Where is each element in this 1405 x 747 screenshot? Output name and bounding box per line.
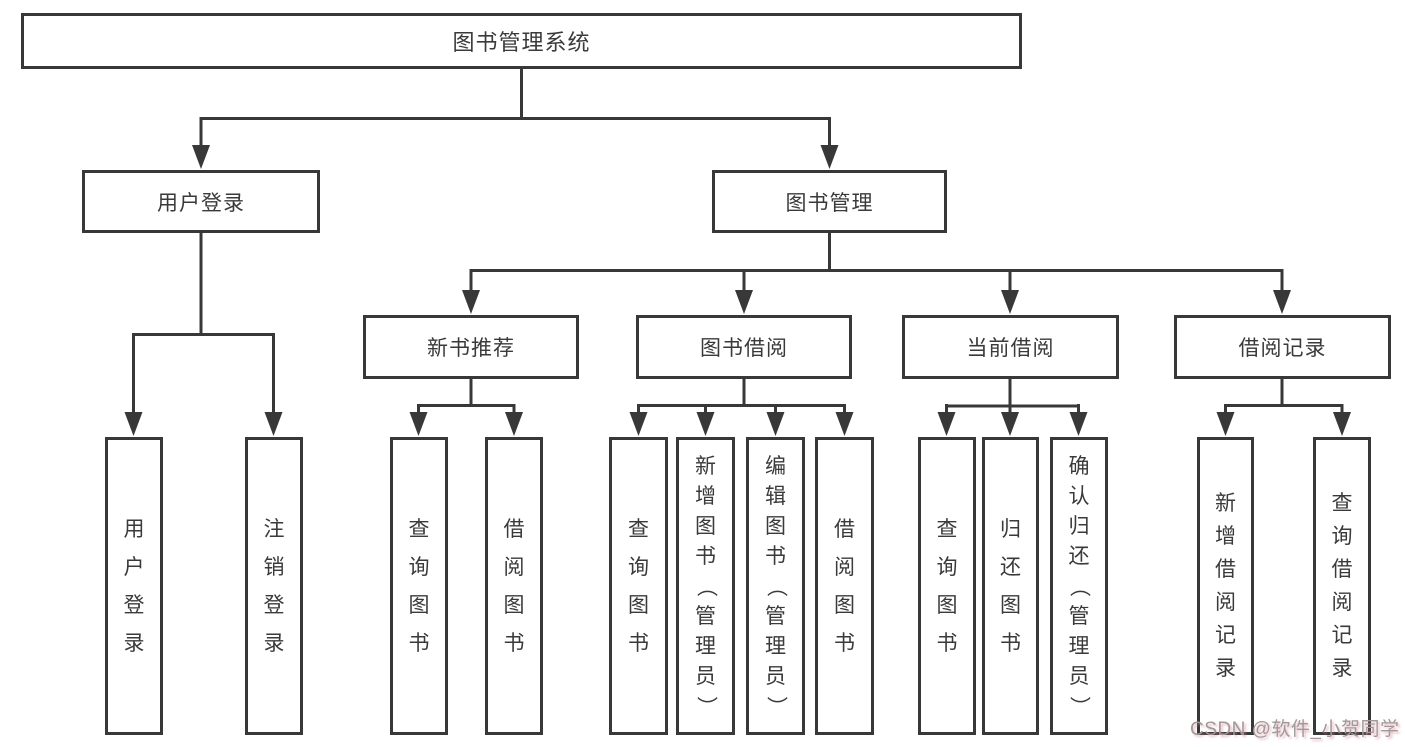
leaf-query-books: 查询图书	[609, 437, 668, 735]
node-label: 新书推荐	[427, 337, 515, 360]
edge-bookmgmt-to-level2	[469, 233, 1284, 292]
node-label: 查询图书	[408, 517, 430, 655]
leaf-query-books-current: 查询图书	[918, 437, 976, 735]
edge-bookborrow-to-leaves	[637, 379, 846, 414]
leaf-query-books-recommend: 查询图书	[390, 437, 448, 735]
node-label: 借阅图书	[503, 517, 525, 655]
node-label: 查询图书	[628, 517, 649, 655]
node-label: 编辑图书（管理员）	[764, 454, 787, 717]
leaf-return-book: 归还图书	[982, 437, 1039, 735]
node-book-borrow: 图书借阅	[636, 315, 852, 379]
node-new-book-recommend: 新书推荐	[363, 315, 579, 379]
node-borrow-records: 借阅记录	[1174, 315, 1391, 379]
node-label: 新增图书（管理员）	[694, 454, 717, 717]
node-label: 查询借阅记录	[1331, 492, 1353, 680]
node-label: 用户登录	[123, 517, 145, 655]
edge-userlogin-to-leaves	[132, 233, 275, 414]
edge-root-to-level1	[199, 69, 831, 148]
leaf-user-login: 用户登录	[105, 437, 163, 735]
edge-currentborrow-to-leaves	[945, 379, 1080, 414]
node-current-borrow: 当前借阅	[902, 315, 1119, 379]
node-label: 确认归还（管理员）	[1067, 454, 1091, 717]
node-label: 用户登录	[157, 191, 245, 215]
node-label: 新增借阅记录	[1215, 492, 1236, 680]
node-label: 查询图书	[936, 517, 958, 655]
leaf-borrow-book: 借阅图书	[815, 437, 874, 735]
node-book-management: 图书管理	[712, 170, 947, 233]
node-label: 注销登录	[263, 517, 285, 655]
node-label: 归还图书	[1000, 517, 1021, 655]
leaf-confirm-return-admin: 确认归还（管理员）	[1050, 437, 1108, 735]
node-label: 图书管理系统	[452, 30, 591, 55]
node-root-library-system: 图书管理系统	[21, 13, 1022, 69]
arrowheads	[124, 145, 1351, 436]
node-label: 图书借阅	[700, 337, 788, 360]
leaf-edit-book-admin: 编辑图书（管理员）	[746, 437, 805, 735]
node-label: 当前借阅	[966, 337, 1055, 360]
node-user-login: 用户登录	[82, 170, 320, 233]
leaf-borrow-book-recommend: 借阅图书	[485, 437, 543, 735]
edge-newbook-to-leaves	[417, 379, 516, 414]
edge-borrowrecords-to-leaves	[1224, 379, 1344, 414]
node-label: 图书管理	[785, 191, 874, 215]
csdn-watermark: CSDN @软件_小贺同学	[1190, 719, 1400, 740]
leaf-add-book-admin: 新增图书（管理员）	[676, 437, 735, 735]
leaf-logout: 注销登录	[245, 437, 303, 735]
node-label: 借阅记录	[1238, 337, 1327, 360]
leaf-add-borrow-record: 新增借阅记录	[1197, 437, 1254, 735]
leaf-query-borrow-record: 查询借阅记录	[1313, 437, 1371, 735]
node-label: 借阅图书	[834, 517, 855, 655]
